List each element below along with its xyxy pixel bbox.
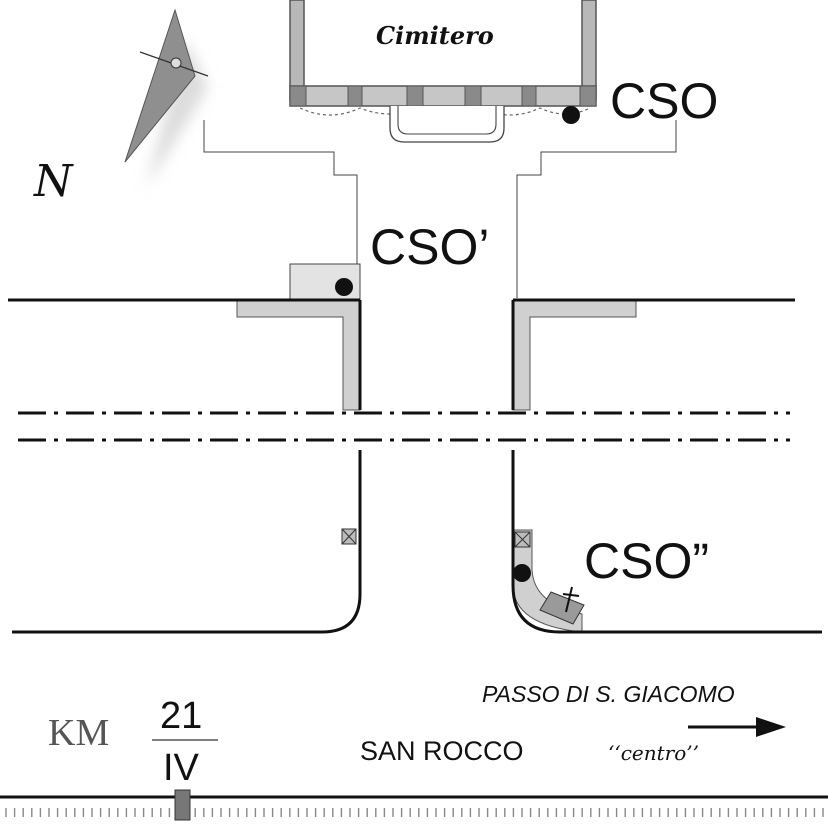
cso1-marker-dot-icon bbox=[335, 278, 353, 296]
km-post-icon bbox=[174, 789, 191, 821]
cso-marker-dot-icon bbox=[562, 106, 580, 124]
cso1-label: CSO’ bbox=[370, 219, 489, 275]
place-note: ‘‘centro’’ bbox=[608, 741, 699, 765]
north-label: N bbox=[33, 156, 74, 207]
cso-label: CSO bbox=[610, 73, 718, 129]
cso2-label: CSO” bbox=[584, 533, 709, 589]
cross-icon bbox=[539, 586, 585, 625]
upper-left-corner bbox=[8, 298, 362, 411]
cso1-leader-line bbox=[203, 120, 358, 264]
bottom-rail bbox=[0, 795, 828, 817]
north-arrow-icon bbox=[124, 8, 209, 188]
road-centre-lines bbox=[18, 411, 790, 442]
cso2-marker-dot-icon bbox=[513, 564, 531, 582]
cso-leader-line bbox=[516, 120, 677, 298]
direction-arrow-icon bbox=[688, 717, 786, 737]
destination-label: PASSO DI S. GIACOMO bbox=[482, 681, 735, 707]
lower-right-corner bbox=[511, 450, 822, 634]
upper-right-corner bbox=[511, 298, 795, 411]
lower-left-corner bbox=[12, 450, 362, 634]
cemetery bbox=[289, 0, 597, 143]
km-road: IV bbox=[163, 747, 200, 789]
place-label: SAN ROCCO bbox=[360, 736, 524, 766]
km-prefix: KM bbox=[48, 712, 109, 754]
cemetery-label: Cimitero bbox=[376, 21, 494, 50]
km-number: 21 bbox=[160, 695, 202, 737]
